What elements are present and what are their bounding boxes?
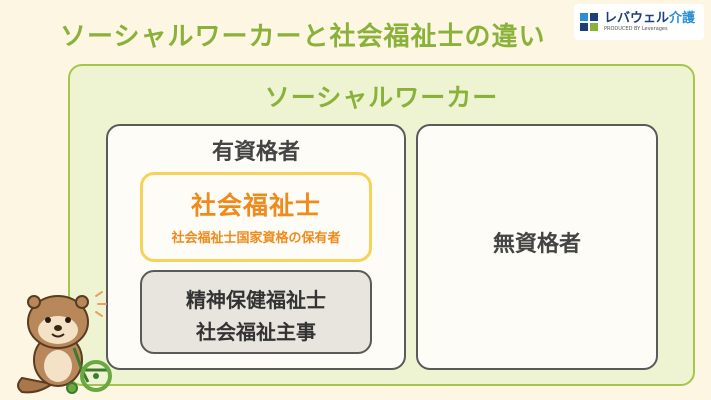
brand-logo: レバウェル介護 PRODUCED BY Leverages	[574, 4, 704, 40]
otter-mascot-icon	[17, 291, 112, 394]
unqualified-panel	[416, 124, 658, 370]
logo-name-accent: 介護	[669, 11, 696, 26]
logo-tagline: PRODUCED BY Leverages	[604, 26, 668, 32]
logo-mark-icon	[580, 13, 598, 31]
unqualified-title: 無資格者	[492, 232, 581, 257]
social-welfare-worker-title: 社会福祉士	[190, 191, 321, 220]
social-worker-title: ソーシャルワーカー	[264, 83, 499, 112]
social-welfare-worker-subtitle: 社会福祉士国家資格の保有者	[171, 231, 341, 246]
logo-name-main: レバウェル	[604, 11, 670, 26]
other-qualifications-box	[140, 270, 372, 354]
social-welfare-officer-label: 社会福祉主事	[196, 320, 316, 344]
page-title: ソーシャルワーカーと社会福祉士の違い	[60, 22, 546, 52]
qualified-title: 有資格者	[211, 140, 300, 165]
social-welfare-worker-box	[140, 172, 372, 262]
psychiatric-social-worker-label: 精神保健福祉士	[186, 288, 326, 312]
